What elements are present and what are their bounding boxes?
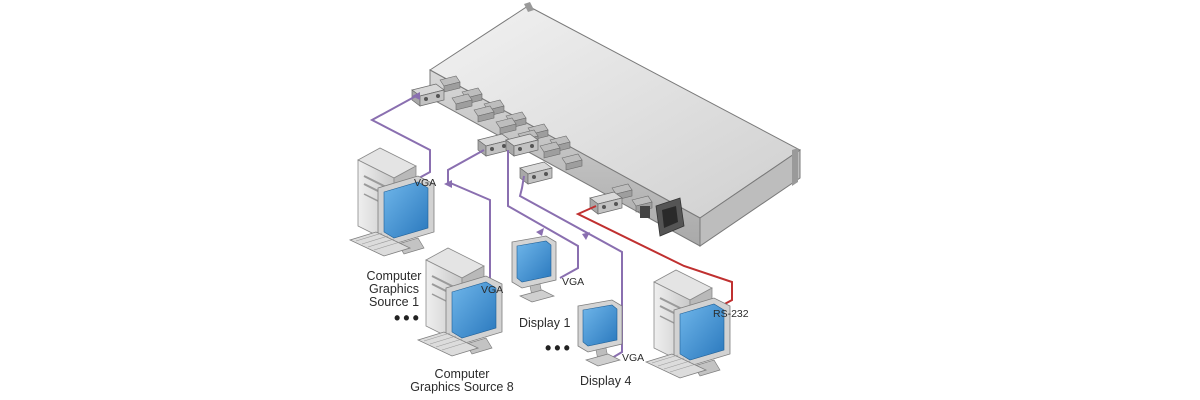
vga-label-display-4: VGA: [622, 352, 645, 364]
vga-label-source-8: VGA: [481, 284, 504, 296]
computer-source-1: [349, 147, 435, 257]
vga-cable-arrows: [412, 92, 590, 240]
display-1-label: Display 1: [519, 316, 571, 330]
switcher-chassis: [429, 2, 801, 247]
vga-label-source-1: VGA: [414, 177, 437, 189]
source-8-label: Computer Graphics Source 8: [400, 368, 524, 394]
vga-cables: [369, 95, 623, 359]
display-4-label: Display 4: [580, 374, 632, 388]
displays-ellipsis: •••: [545, 338, 573, 358]
source-8-line-2: Graphics Source 8: [410, 380, 514, 394]
source-1-label: Computer Graphics Source 1: [352, 270, 436, 309]
vga-label-display-1: VGA: [562, 276, 585, 288]
source-1-line-2: Graphics: [368, 282, 420, 296]
rs232-label: RS-232: [713, 308, 749, 320]
computer-rs232-controller: [645, 269, 731, 379]
source-8-line-1: Computer: [434, 367, 490, 381]
rs232-cable: [575, 205, 733, 313]
sources-ellipsis: •••: [394, 308, 422, 328]
source-1-line-3: Source 1: [368, 295, 420, 309]
source-1-line-1: Computer: [366, 269, 422, 283]
display-1: [511, 235, 557, 303]
